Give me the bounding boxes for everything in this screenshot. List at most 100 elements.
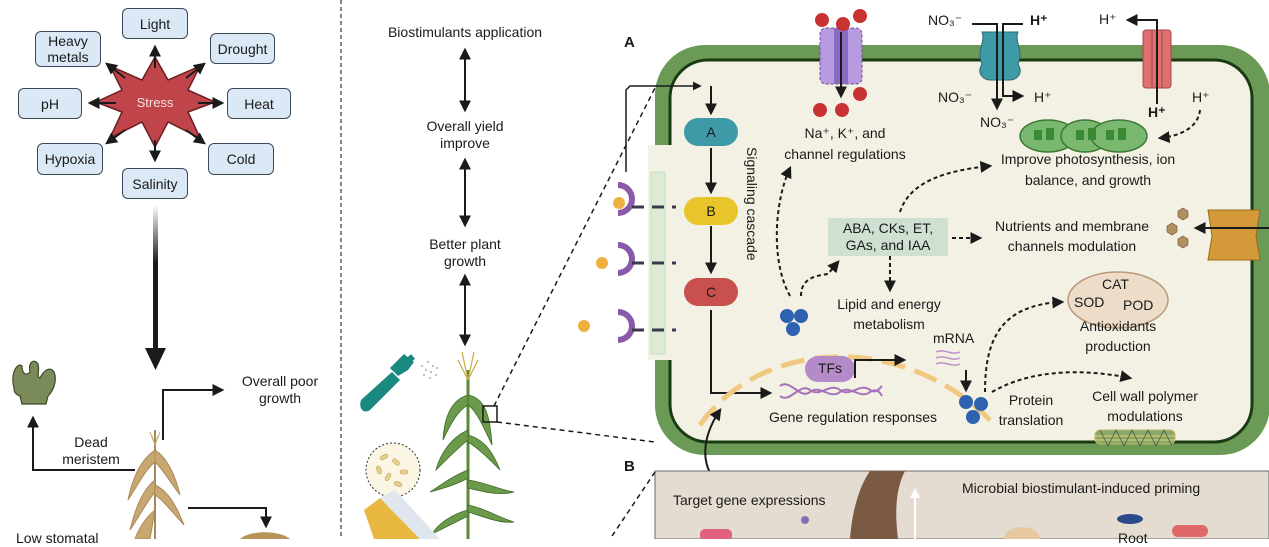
cellwall-label-2: modulations [1107,408,1183,424]
chloroplast-icon [1019,119,1148,153]
stress-factor-salinity: Salinity [122,168,188,199]
channel-label-1: Na⁺, K⁺, and [804,125,886,141]
hormone-label-1: ABA, CKs, ET, [842,220,934,236]
nutrient-transporter-icon [1166,207,1269,261]
protein-label-2: translation [998,412,1064,428]
zoom-region-box [482,405,498,423]
zoom-line-c [609,471,656,539]
stress-factor-light: Light [122,8,188,39]
microbe-magnifier-icon [364,442,440,539]
stress-to-plant-arrow [153,205,158,350]
better-growth-label: Better plant growth [429,236,501,269]
lipid-label-1: Lipid and energy [837,296,941,312]
panel-b-box [654,470,1269,539]
dna-icon [779,383,883,399]
ribosome-to-channel-arrow [775,165,792,297]
photosynthesis-label-2: balance, and growth [1024,172,1152,188]
h-to-chloroplast-arrow [1157,109,1201,144]
dead-meristem-icon [12,360,56,405]
signaling-node-b: B [684,197,738,225]
stress-factor-heat: Heat [227,88,291,119]
dried-corn-plant-icon [127,430,185,539]
proton-pump-icon [1125,14,1172,104]
cellwall-label-1: Cell wall polymer [1092,388,1198,404]
nutrients-label-1: Nutrients and membrane [994,218,1150,234]
mitochondrion-icon [1067,271,1169,329]
protein-label-1: Protein [1008,392,1054,408]
channel-label-2: channel regulations [784,146,906,162]
dead-meristem-label: Dead meristem [62,434,120,467]
plant-cell [648,45,1269,455]
ribosome-lower-icon [959,395,988,424]
ion-channel-icon [819,27,863,99]
biostimulants-application-label: Biostimulants application [387,24,543,40]
soil-icon [240,532,290,539]
nutrients-label-2: channels modulation [1007,238,1137,254]
hormone-label-2: GAs, and IAA [845,237,931,253]
poor-growth-label: Overall poor growth [241,373,319,406]
receptor-2 [596,242,676,276]
ligand [596,257,608,269]
no3-top-label: NO₃⁻ [928,12,963,28]
tfs-label: TFs [817,360,843,376]
lipid-label-2: metabolism [853,316,925,332]
ligand [578,320,590,332]
cascade-arrows [705,86,773,399]
cell-wall-polymer-icon [1094,429,1176,447]
stress-factor-cold: Cold [208,143,274,175]
h-pump-in-label: H⁺ [1148,104,1166,120]
tf-to-mrna-arrow [854,354,907,378]
mrna-icon [935,350,961,366]
no3-bottom-label: NO₃⁻ [980,114,1015,130]
nitrate-symporter-icon [972,23,1025,111]
healthy-corn-plant-icon [429,351,515,539]
stress-factor-hypoxia: Hypoxia [37,143,103,175]
ribosome-to-hormone-arrow [800,260,840,297]
antioxidant-label-1: Antioxidants [1079,318,1157,334]
ion-dots [813,9,867,117]
panel-b-letter: B [624,458,635,475]
signaling-cascade-label: Signaling cascade [744,147,760,261]
h-mid-label: H⁺ [1034,89,1052,105]
h-right-label: H⁺ [1192,89,1210,105]
overall-yield-label: Overall yield improve [426,118,504,151]
pod-label: POD [1123,297,1154,313]
zoom-line-b [496,421,656,443]
ligand [613,197,625,209]
poor-growth-arrow [162,384,225,440]
antioxidant-label-2: production [1085,338,1151,354]
stress-factor-heavy-metals: Heavy metals [35,31,101,67]
cat-label: CAT [1102,276,1129,292]
stomatal-arrow [188,507,272,529]
panel-a-letter: A [624,34,635,51]
priming-label: Microbial biostimulant-induced priming [962,480,1201,496]
target-gene-label: Target gene expressions [673,492,826,508]
hormone-to-photosynthesis-arrow [899,160,993,213]
stress-label: Stress [136,95,174,110]
to-antioxidant-arrow [984,296,1065,393]
photosynthesis-label-1: Improve photosynthesis, ion [1000,151,1176,167]
signal-entry-arrow [625,81,702,172]
receptor-3 [578,309,676,343]
stress-arrows [87,44,225,163]
spray-bottle-icon [360,354,438,412]
tfs-blob [805,356,855,382]
mrna-label: mRNA [933,330,975,346]
stress-factor-ph: pH [18,88,82,119]
dead-meristem-arrow [27,415,135,471]
stress-factor-drought: Drought [210,33,275,64]
h-pump-out-label: H⁺ [1099,11,1117,27]
signaling-node-a: A [684,118,738,146]
signaling-node-c: C [684,278,738,306]
gene-regulation-label: Gene regulation responses [768,409,938,425]
sod-label: SOD [1074,294,1105,310]
no3-mid-label: NO₃⁻ [938,89,973,105]
h-top-label: H⁺ [1030,12,1048,28]
receptors [578,182,676,343]
stress-arrowhead [145,348,166,370]
zoom-line-a [493,81,659,407]
hormone-box: ABA, CKs, ET, GAs, and IAA [828,218,948,256]
ribosome-icon [780,309,808,336]
receptor-1 [613,182,676,216]
